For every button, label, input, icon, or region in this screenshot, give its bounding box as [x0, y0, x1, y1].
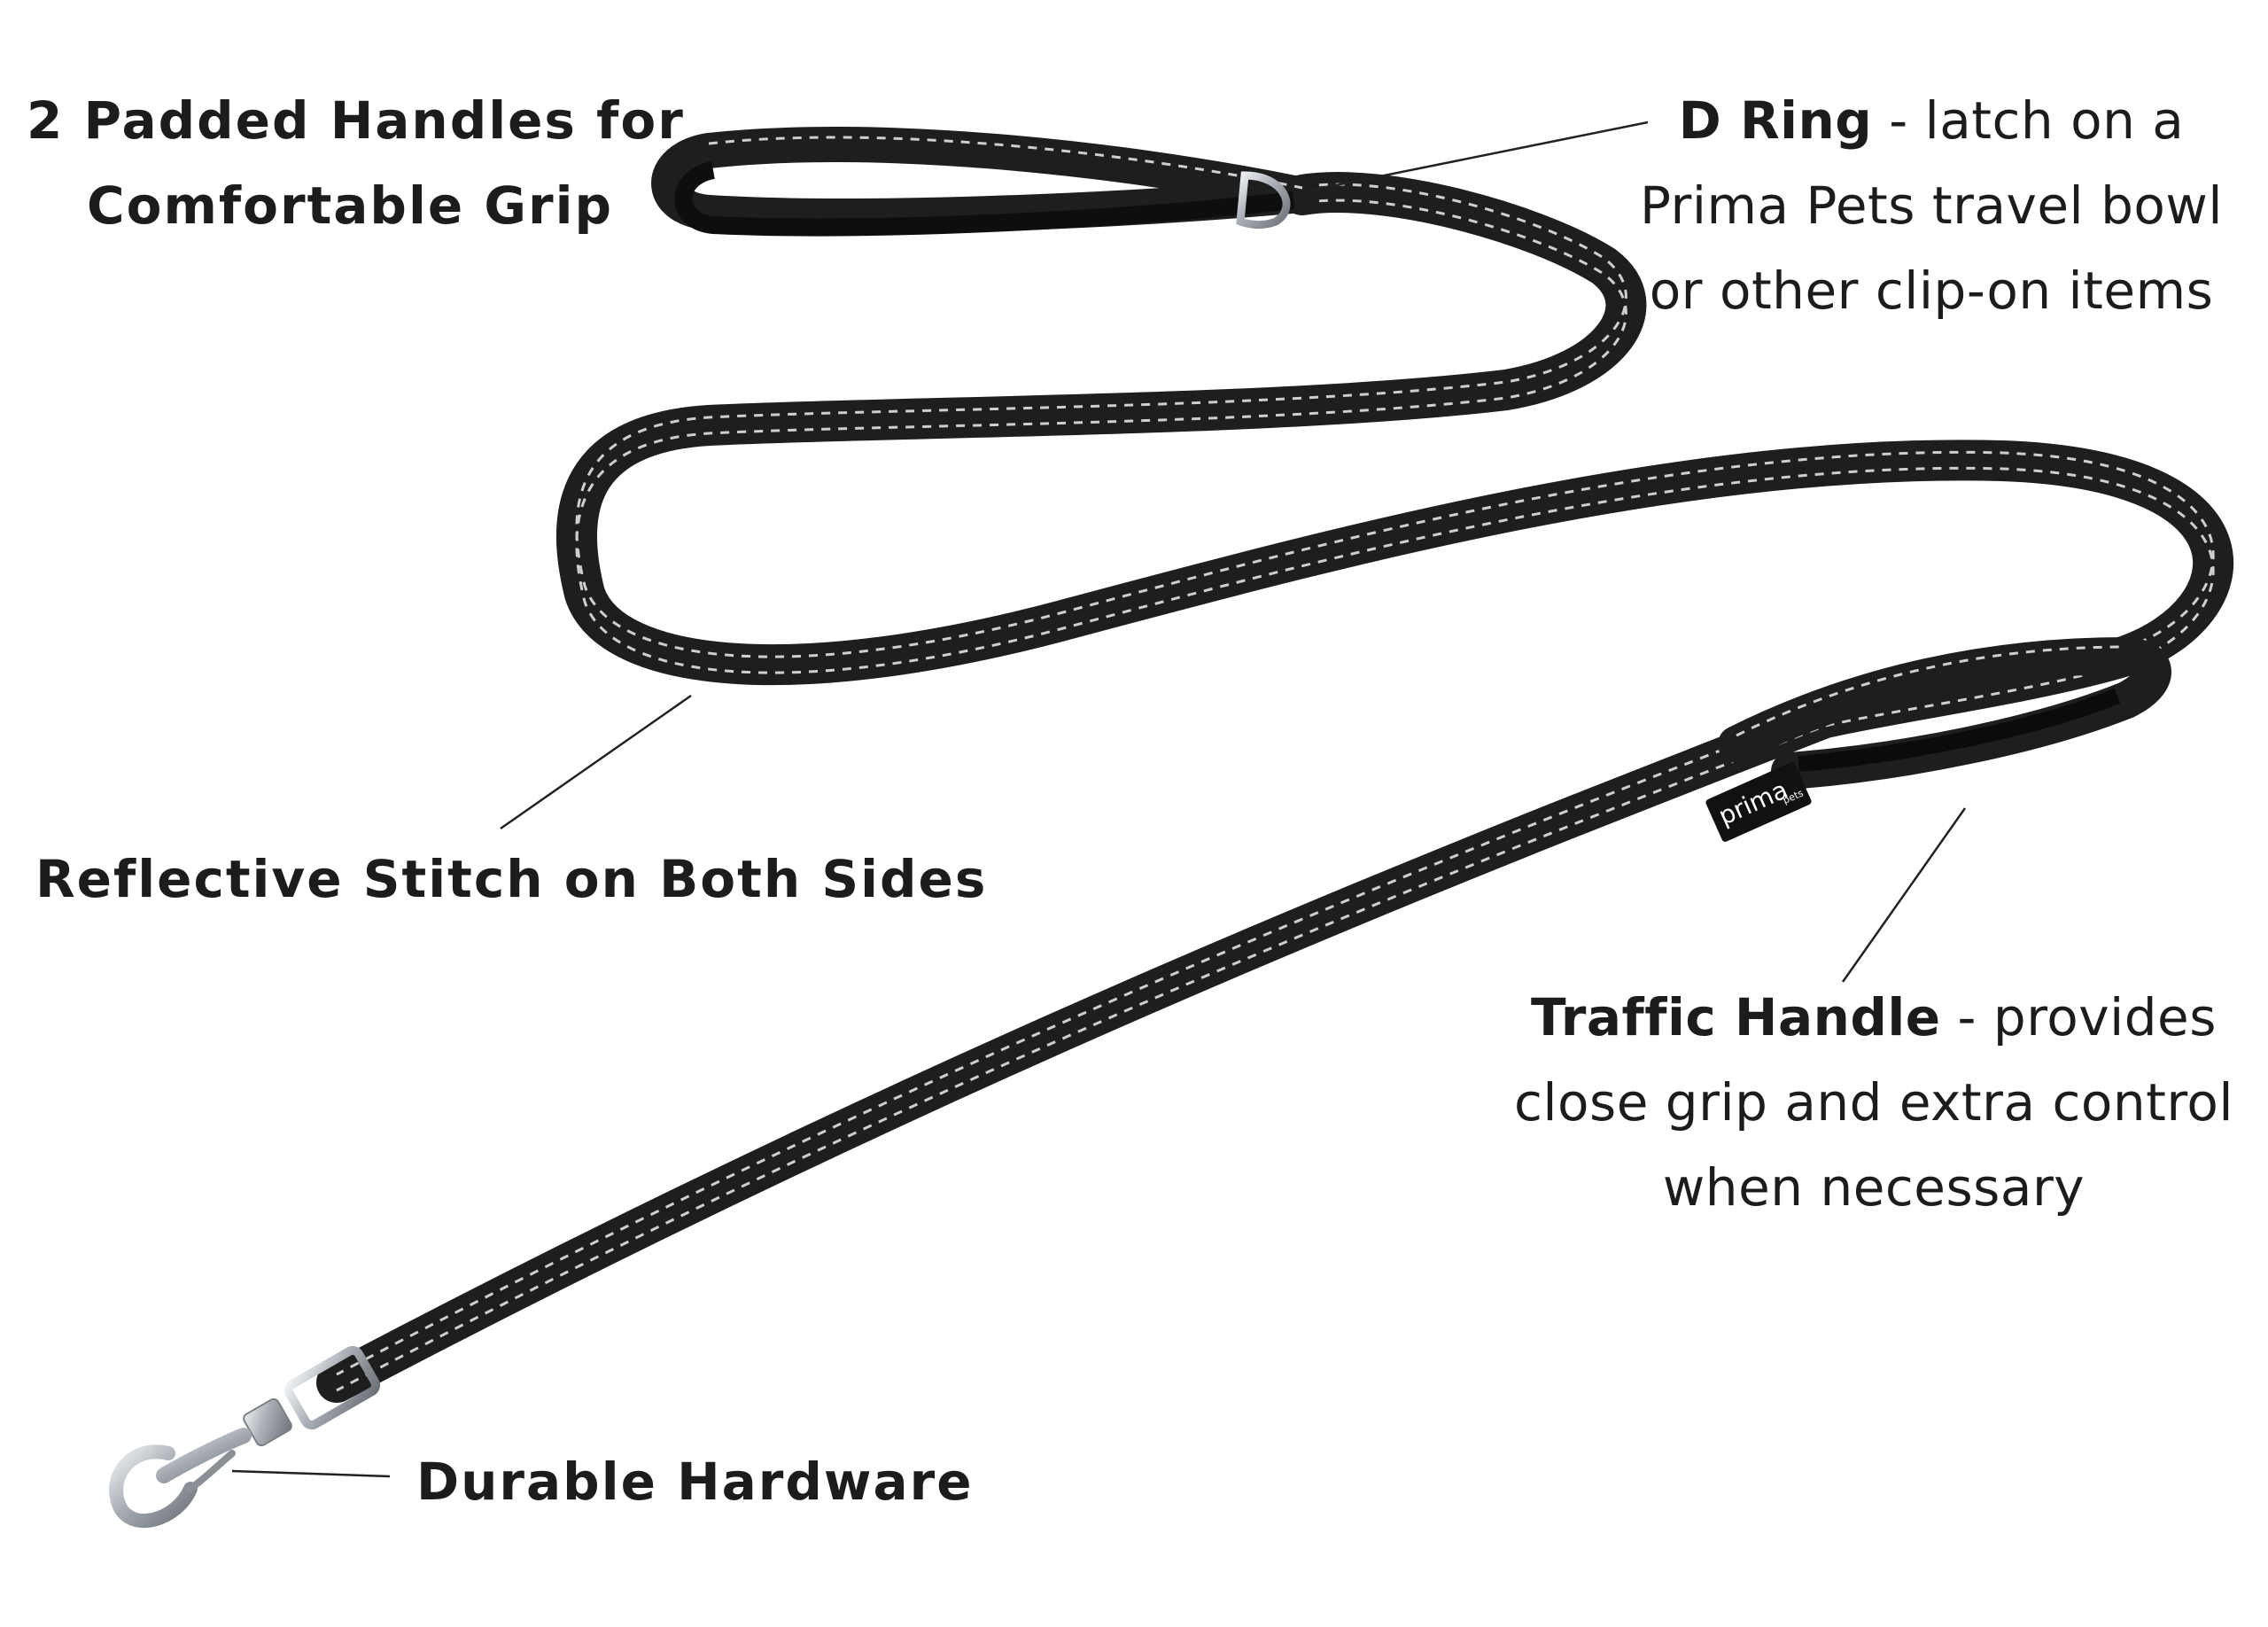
callout-d-ring-line1-rest: - latch on a	[1872, 90, 2185, 151]
callout-traffic-handle: Traffic Handle - provides close grip and…	[1497, 975, 2250, 1230]
callout-durable-hardware: Durable Hardware	[416, 1439, 974, 1524]
pointer-lines	[231, 121, 1967, 1478]
callout-reflective-stitch: Reflective Stitch on Both Sides	[35, 837, 988, 922]
padded-handle-top	[651, 127, 1320, 237]
d-ring-icon	[1236, 171, 1291, 230]
pointer-stitch	[500, 694, 692, 830]
callout-d-ring-line2: Prima Pets travel bowl	[1640, 175, 2223, 236]
pointer-d-ring	[1309, 121, 1649, 192]
callout-traffic-handle-title: Traffic Handle	[1531, 987, 1941, 1047]
callout-reflective-stitch-line1: Reflective Stitch on Both Sides	[35, 849, 988, 909]
callout-padded-handles-line1: 2 Padded Handles for	[27, 90, 685, 151]
callout-d-ring-line1: D Ring - latch on a	[1612, 78, 2250, 163]
callout-d-ring: D Ring - latch on a Prima Pets travel bo…	[1612, 78, 2250, 333]
callout-durable-hardware-line1: Durable Hardware	[416, 1452, 974, 1512]
pointer-hardware	[231, 1469, 391, 1478]
callout-d-ring-title: D Ring	[1678, 90, 1873, 151]
callout-traffic-handle-line1-rest: - provides	[1940, 987, 2217, 1047]
callout-padded-handles: 2 Padded Handles for Comfortable Grip	[27, 78, 685, 248]
callout-d-ring-line3: or other clip-on items	[1649, 261, 2214, 321]
callout-padded-handles-line2: Comfortable Grip	[87, 175, 613, 236]
callout-traffic-handle-line3: when necessary	[1662, 1157, 2085, 1218]
pointer-traffic	[1841, 807, 1967, 983]
callout-traffic-handle-line1: Traffic Handle - provides	[1497, 975, 2250, 1060]
callout-traffic-handle-line2: close grip and extra control	[1513, 1072, 2233, 1133]
traffic-handle	[1718, 636, 2171, 790]
snap-hook-icon	[109, 1345, 381, 1528]
